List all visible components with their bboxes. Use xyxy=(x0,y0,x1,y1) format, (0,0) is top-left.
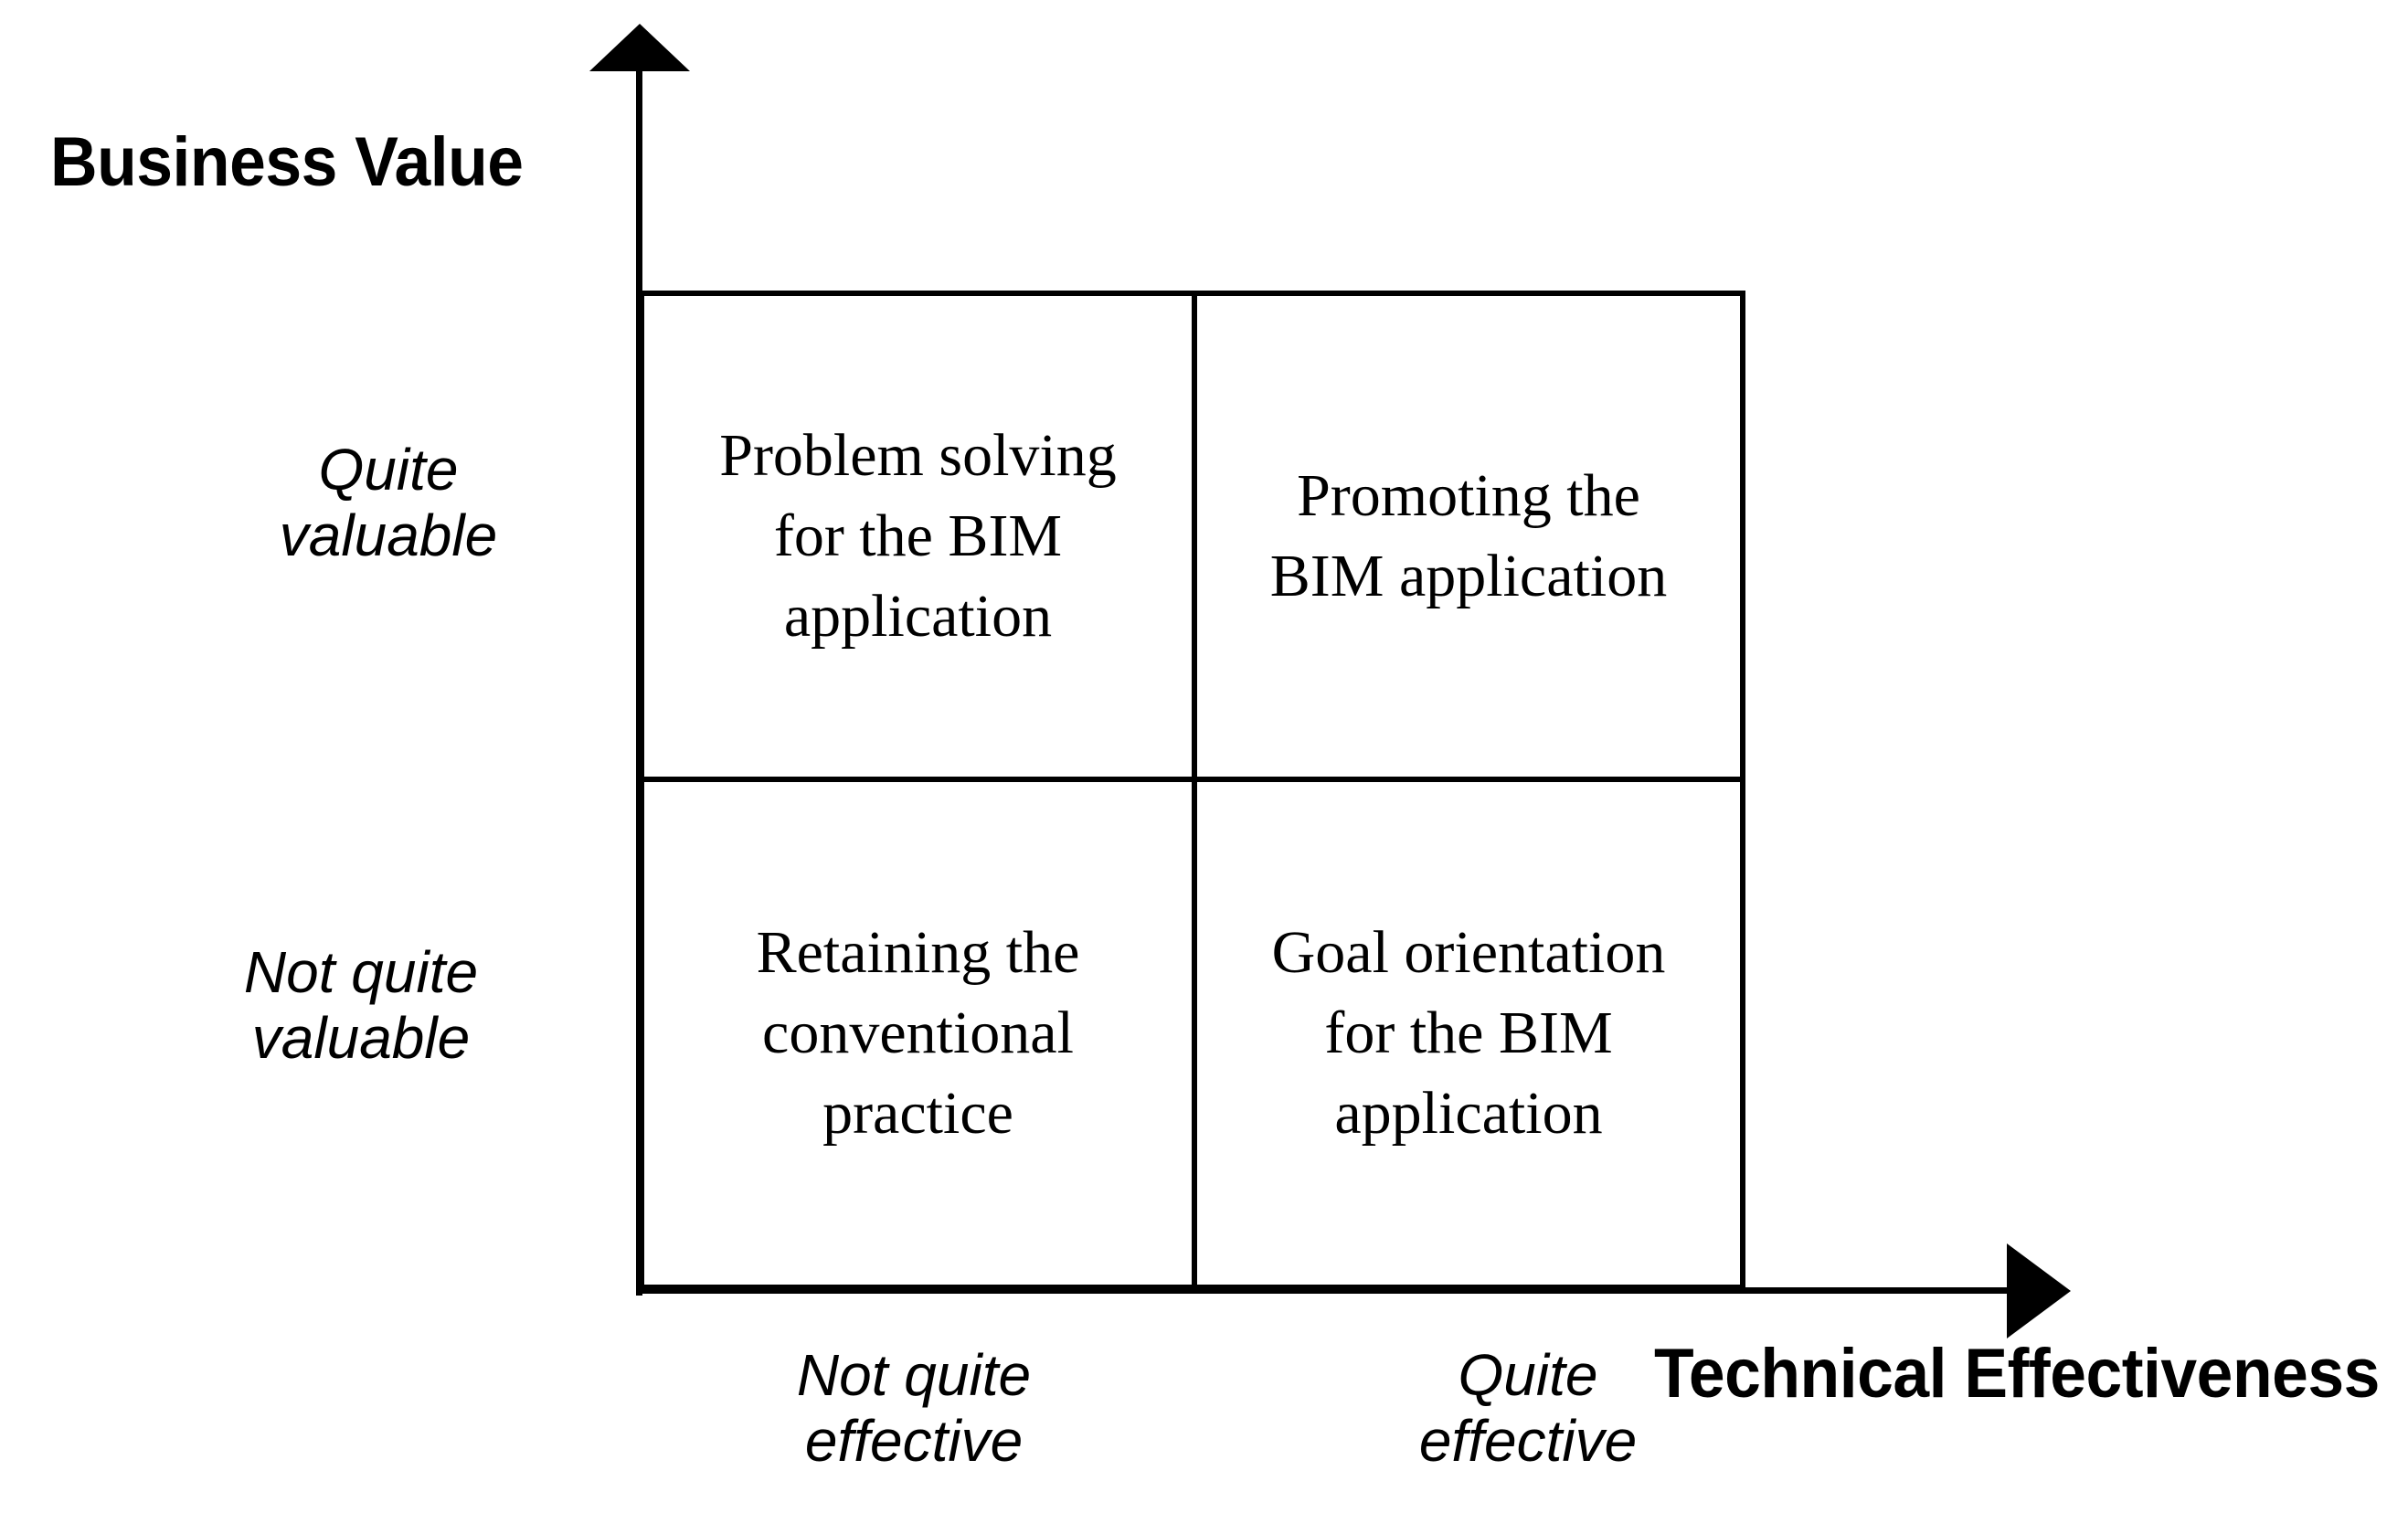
arrow-right-icon xyxy=(2007,1243,2071,1338)
y-axis-tick-label-not-quite-valuable: Not quite valuable xyxy=(243,939,479,1071)
x-axis-tick-label-quite-effective: Quite effective xyxy=(1418,1342,1638,1474)
x-axis-tick-label-not-quite-effective: Not quite effective xyxy=(796,1342,1032,1474)
x-axis-line xyxy=(636,1287,2010,1294)
matrix-vertical-divider xyxy=(1192,296,1197,1285)
quadrant-matrix: Problem solving for the BIM application … xyxy=(639,291,1745,1290)
quadrant-cell-problem-solving: Problem solving for the BIM application xyxy=(719,422,1117,650)
quadrant-cell-goal-orientation: Goal orientation for the BIM application xyxy=(1271,919,1666,1147)
quadrant-cell-retaining-conventional: Retaining the conventional practice xyxy=(756,919,1080,1147)
y-axis-tick-label-quite-valuable: Quite valuable xyxy=(279,437,498,568)
matrix-horizontal-divider xyxy=(644,777,1740,782)
quadrant-cell-promoting: Promoting the BIM application xyxy=(1269,462,1668,609)
x-axis-title: Technical Effectiveness xyxy=(1654,1335,2380,1412)
y-axis-line xyxy=(636,68,642,1296)
arrow-up-icon xyxy=(589,24,690,71)
y-axis-title: Business Value xyxy=(50,123,524,201)
